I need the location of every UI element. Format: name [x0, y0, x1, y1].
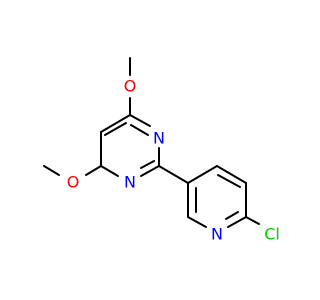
bond-c6-c5-inner	[104, 122, 127, 136]
bonds	[43, 57, 260, 228]
atom-labels: O O N N N Cl	[67, 77, 280, 244]
bond-c6-n-inner	[225, 211, 239, 220]
bond-c4-c5	[216, 165, 247, 184]
bond-n3-c2-inner	[140, 160, 155, 169]
nitrogen-pyrimidine-top-label: N	[153, 129, 165, 148]
bond-n1-c6-inner	[130, 124, 149, 136]
bond-c6-cl	[245, 216, 260, 225]
bond-c6-n	[227, 216, 247, 228]
bond-c4-n3	[100, 165, 119, 177]
bond-c6-c5	[100, 114, 131, 133]
nitrogen-pyrimidine-bottom-label: N	[124, 173, 136, 192]
bond-n3-c2	[140, 165, 160, 177]
molecule-structure: O O N N N Cl	[43, 57, 280, 244]
oxygen-left-label: O	[67, 173, 80, 192]
bond-n-c2	[187, 216, 207, 228]
structure-canvas: O O N N N Cl	[43, 57, 280, 244]
bond-o-left-ch3	[43, 165, 60, 176]
chlorine-label: Cl	[264, 225, 280, 244]
bond-c4-c5-inner	[217, 174, 241, 188]
bond-c4-o-left	[85, 165, 102, 176]
bond-n1-c6	[129, 114, 151, 127]
bond-c3-c4	[187, 165, 218, 184]
nitrogen-pyridine-label: N	[211, 225, 223, 244]
oxygen-top-label: O	[124, 77, 137, 96]
bond-pyrimidine-pyridine	[158, 165, 189, 184]
